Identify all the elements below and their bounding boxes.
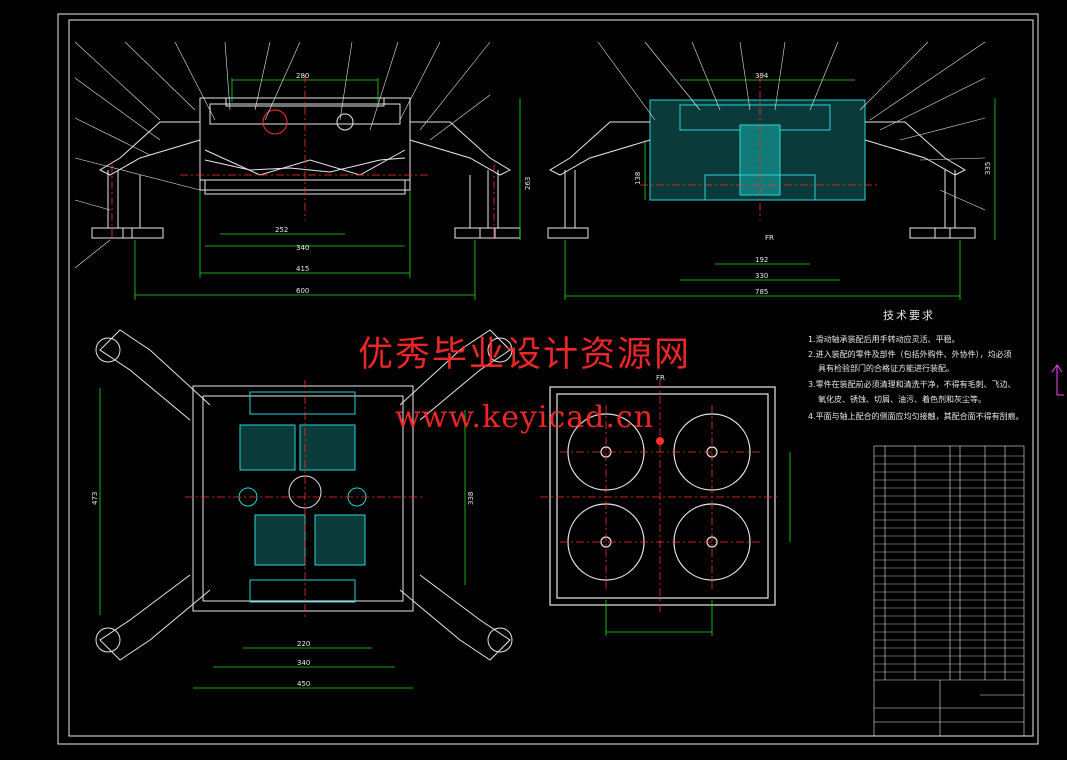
- side-centerlines: [640, 75, 880, 220]
- front-leaders: [74, 41, 491, 269]
- dim-plan-220: 220: [297, 640, 310, 648]
- bottom-dimensions: [605, 452, 791, 636]
- dim-plan-338: 338: [467, 492, 475, 505]
- dim-front-600: 600: [296, 287, 309, 295]
- dim-front-height: 263: [524, 177, 532, 190]
- tech-requirement-item: 2.进入装配的零件及部件（包括外购件、外协件），均必须: [808, 350, 1012, 359]
- side-view: [547, 99, 976, 239]
- parts-rows: [874, 455, 1024, 673]
- dim-plan-340: 340: [297, 659, 310, 667]
- side-leaders: [597, 41, 986, 211]
- tech-requirement-item: 具有检验部门的合格证方能进行装配。: [818, 364, 954, 373]
- edge-marker: [1051, 364, 1064, 396]
- bottom-centerlines: [540, 380, 780, 615]
- watermark-site-name: 优秀毕业设计资源网: [358, 335, 692, 375]
- front-view: [91, 97, 521, 239]
- dim-side-192: 192: [755, 256, 768, 264]
- side-dimensions: [564, 79, 996, 300]
- front-dimensions: [134, 78, 521, 300]
- dim-side-330: 330: [755, 272, 768, 280]
- plan-centerlines: [185, 380, 425, 620]
- tech-requirement-item: 氧化皮、锈蚀、切屑、油污、着色剂和灰尘等。: [818, 395, 986, 404]
- dim-plan-450: 450: [297, 680, 310, 688]
- dim-side-785: 785: [755, 288, 768, 296]
- outer-frame: [57, 13, 1039, 745]
- dim-side-height2: 335: [984, 162, 992, 175]
- dim-front-280: 280: [296, 72, 309, 80]
- tech-requirement-item: 3.零件在装配前必须清理和清洗干净，不得有毛刺、飞边、: [808, 380, 1016, 389]
- inner-frame: [68, 19, 1034, 737]
- bottom-center-marker: [656, 437, 664, 445]
- bottom-fr-label: FR: [656, 374, 665, 382]
- dim-front-415: 415: [296, 265, 309, 273]
- dim-front-252: 252: [275, 226, 288, 234]
- front-centerlines: [111, 75, 495, 240]
- plan-view: [95, 329, 513, 661]
- tech-requirement-item: 4.平面与轴上配合的侧面应均匀接触，其配合面不得有刮痕。: [808, 412, 1024, 421]
- dim-side-394: 394: [755, 72, 769, 80]
- plan-dimensions: [99, 388, 466, 689]
- dim-front-340: 340: [296, 244, 309, 252]
- dim-side-height: 138: [634, 172, 642, 185]
- dim-plan-473: 473: [91, 492, 99, 505]
- watermark-url: www.keyicad.cn: [395, 400, 655, 435]
- tech-requirement-item: 1.滑动轴承装配后用手转动应灵活、平稳。: [808, 335, 960, 344]
- parts-list: [873, 445, 1025, 737]
- tech-requirements-title: 技术要求: [883, 309, 935, 322]
- side-fr-label: FR: [765, 234, 774, 242]
